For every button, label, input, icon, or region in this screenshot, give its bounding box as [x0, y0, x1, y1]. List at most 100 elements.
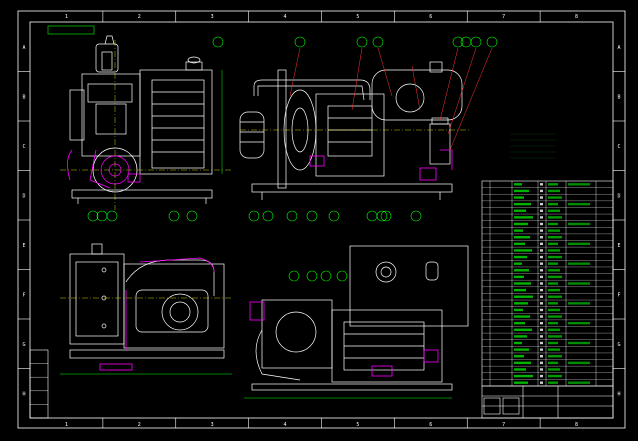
callout-top-6[interactable] [460, 36, 472, 48]
parts-material-cell [548, 381, 558, 384]
parts-name-cell [514, 242, 525, 246]
center-lines [60, 40, 470, 299]
drawing-frame [17, 10, 626, 429]
callout-side[interactable] [376, 210, 388, 222]
parts-material-cell [548, 189, 560, 193]
callout-bottom-3[interactable] [106, 210, 118, 222]
parts-qty-cell [540, 295, 543, 298]
callout-bottom-1[interactable] [87, 210, 99, 222]
zone-row-label: C [22, 144, 25, 150]
parts-spec-cell [568, 361, 590, 365]
callout-plan-4[interactable] [336, 270, 348, 282]
callout-bottom-13[interactable] [410, 210, 422, 222]
parts-spec-cell [568, 202, 590, 206]
parts-name-cell [514, 302, 528, 305]
callout-plan-1[interactable] [288, 270, 300, 282]
callout-plan-2[interactable] [306, 270, 318, 282]
callout-top-5[interactable] [452, 36, 464, 48]
side-base-frame [251, 183, 453, 193]
callout-bottom-7[interactable] [262, 210, 274, 222]
side-engine-block [315, 93, 385, 177]
callout-bottom-6[interactable] [248, 210, 260, 222]
parts-material-cell [548, 216, 562, 219]
zone-row-label: H [22, 391, 25, 397]
filler-cap [187, 56, 201, 64]
callout-top-8[interactable] [486, 36, 498, 48]
parts-qty-cell [540, 189, 543, 193]
top-view-magenta-details [249, 301, 439, 377]
callout-bottom-10[interactable] [328, 210, 340, 222]
zone-column-label: 2 [138, 422, 141, 428]
filler-neck [185, 61, 203, 71]
parts-material-cell [548, 368, 560, 371]
zone-row-label: E [617, 243, 620, 249]
callout-bottom-11[interactable] [366, 210, 378, 222]
parts-material-cell [548, 308, 560, 312]
parts-list-table[interactable] [481, 180, 614, 387]
parts-spec-cell [568, 341, 590, 345]
parts-material-cell [548, 335, 562, 338]
parts-qty-cell [540, 335, 543, 338]
zone-row-label: F [22, 292, 25, 298]
parts-name-cell [514, 249, 532, 252]
parts-name-cell [514, 368, 526, 371]
callout-top-3[interactable] [356, 36, 368, 48]
parts-material-cell [548, 374, 562, 378]
parts-table-frame [481, 180, 614, 387]
zone-column-label: 1 [65, 14, 68, 20]
plan-radiator [69, 253, 125, 345]
base-frame [71, 189, 213, 199]
parts-name-cell [514, 216, 533, 219]
parts-name-cell [514, 288, 526, 292]
plan-engine [123, 263, 225, 349]
front-view [69, 35, 223, 204]
parts-name-cell [514, 269, 529, 272]
zone-row-label: B [617, 94, 620, 100]
plan-view [60, 243, 232, 375]
callout-bottom-2[interactable] [96, 210, 108, 222]
technical-notes [510, 133, 556, 159]
zone-ticks [18, 11, 625, 428]
callout-bottom-12[interactable] [380, 210, 392, 222]
parts-qty-cell [540, 183, 543, 186]
callout-top-2[interactable] [294, 36, 306, 48]
callout-bottom-8[interactable] [286, 210, 298, 222]
parts-qty-cell [540, 374, 543, 378]
parts-name-cell [514, 348, 529, 351]
parts-spec-cell [568, 302, 590, 305]
parts-name-cell [514, 381, 528, 384]
parts-name-cell [514, 262, 522, 265]
fuel-tank [371, 69, 463, 121]
parts-material-cell [548, 348, 560, 351]
zone-column-label: 7 [502, 14, 505, 20]
parts-name-cell [514, 295, 533, 298]
parts-name-cell [514, 361, 531, 365]
callout-top-7[interactable] [470, 36, 482, 48]
callout-top-1[interactable] [212, 36, 224, 48]
callout-bottom-4[interactable] [168, 210, 180, 222]
zone-column-label: 4 [284, 14, 287, 20]
parts-spec-cell [568, 282, 590, 285]
callout-top-4[interactable] [372, 36, 384, 48]
parts-material-cell [548, 275, 562, 279]
zone-row-label: G [617, 342, 620, 348]
top-fan-housing [261, 299, 333, 369]
zone-column-label: 2 [138, 14, 141, 20]
parts-name-cell [514, 255, 527, 259]
callout-bottom-5[interactable] [186, 210, 198, 222]
callout-plan-3[interactable] [320, 270, 332, 282]
parts-qty-cell [540, 302, 543, 305]
callout-bottom-9[interactable] [306, 210, 318, 222]
front-view-magenta-details [67, 149, 141, 189]
zone-row-label: F [617, 292, 620, 298]
tank-dome [395, 83, 425, 113]
parts-material-cell [548, 355, 562, 358]
parts-spec-cell [568, 242, 590, 246]
parts-qty-cell [540, 255, 543, 259]
zone-row-label: C [617, 144, 620, 150]
zone-row-label: D [617, 193, 620, 199]
zone-column-label: 1 [65, 422, 68, 428]
parts-qty-cell [540, 196, 543, 199]
parts-material-cell [548, 282, 558, 285]
